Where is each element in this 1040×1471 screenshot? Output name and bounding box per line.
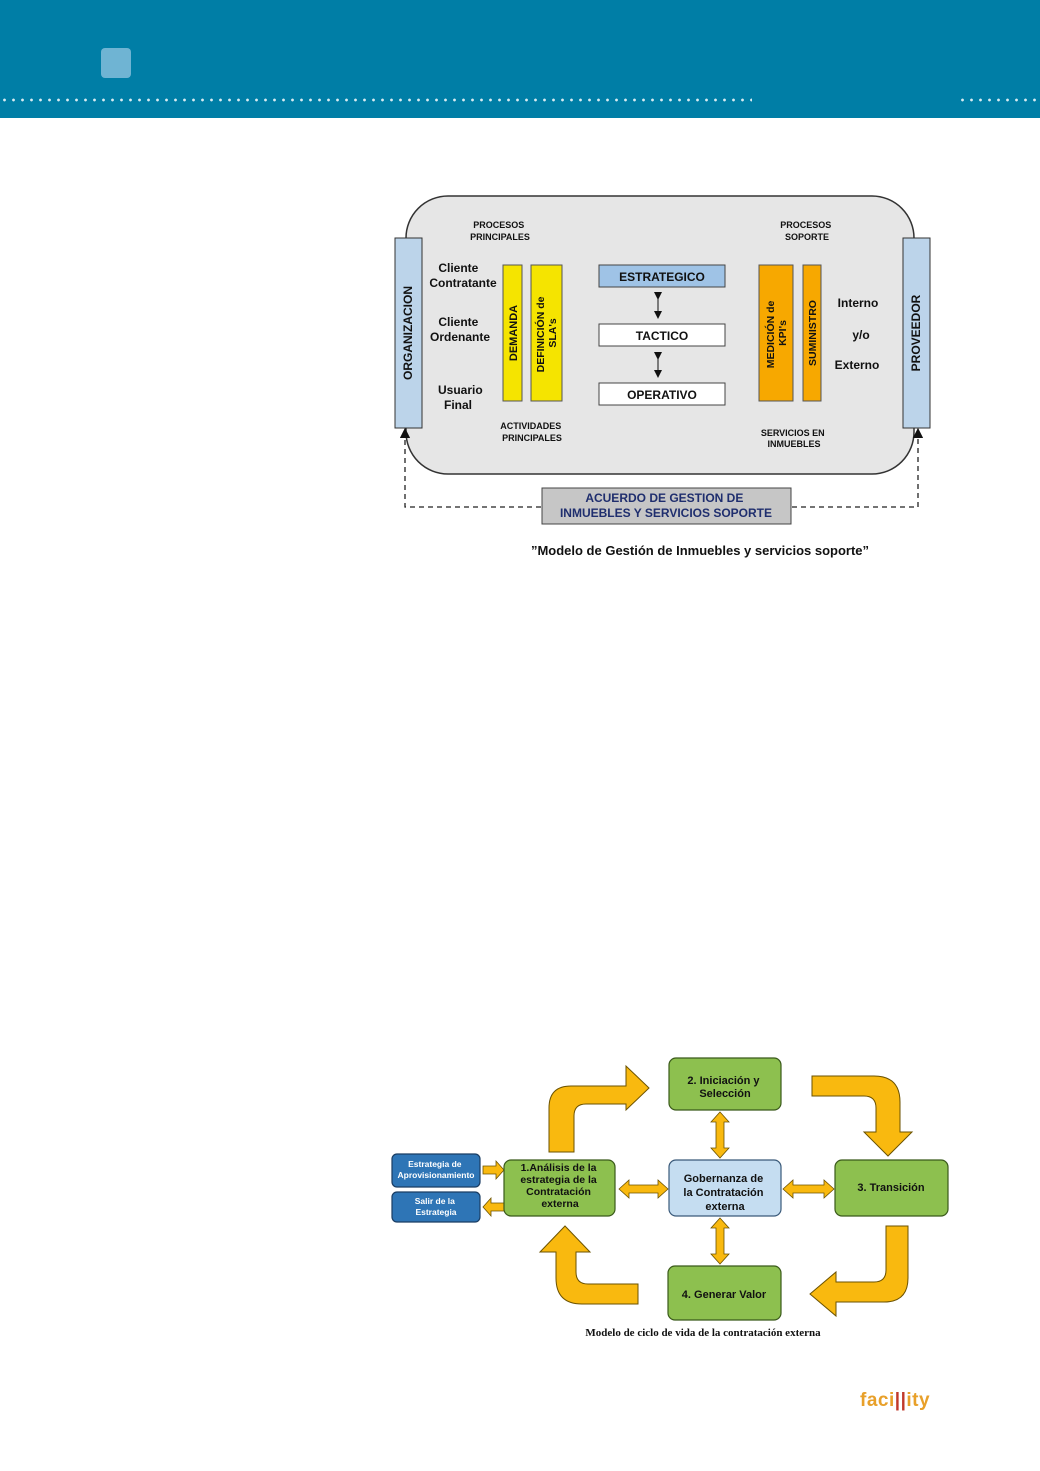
- curved-arrow-1-to-2: [548, 1064, 650, 1153]
- organizacion-bar: [394, 237, 423, 429]
- arrow-aprov-to-analisis: [482, 1159, 505, 1181]
- suministro-bar: [802, 264, 822, 402]
- operativo-label: OPERATIVO: [627, 388, 697, 402]
- dashed-connector-right: [792, 427, 924, 508]
- diagram-gestion-inmuebles: PROCESOS PRINCIPALES PROCESOS SOPORTE OR…: [394, 195, 931, 558]
- salir-estrategia-box: [391, 1191, 481, 1223]
- servicios-inmuebles-label: SERVICIOS EN INMUEBLES: [761, 428, 827, 449]
- facility-logo: faci||ity: [860, 1390, 930, 1412]
- tactico-label: TACTICO: [636, 329, 688, 343]
- diagram1-caption: ”Modelo de Gestión de Inmuebles y servic…: [531, 543, 869, 558]
- cliente-contratante-label: Cliente Contratante: [429, 261, 497, 290]
- header-band: [0, 0, 1040, 118]
- double-arrow-gobernanza-transicion: [782, 1179, 835, 1199]
- acuerdo-box: [541, 487, 792, 525]
- medicion-kpi-label: MEDICIÓN de KPI's: [764, 298, 789, 369]
- gobernanza-box: [668, 1159, 782, 1217]
- interno-label: Interno: [838, 296, 879, 310]
- dashed-connector-left: [399, 427, 541, 508]
- acuerdo-label: ACUERDO DE GESTION DE INMUEBLES Y SERVIC…: [560, 491, 772, 520]
- logo-text-left: faci: [860, 1390, 895, 1411]
- transicion-label: 3. Transición: [857, 1182, 925, 1194]
- demanda-label: DEMANDA: [508, 305, 520, 361]
- double-arrow-gobernanza-generar: [710, 1217, 730, 1265]
- iniciacion-label: 2. Iniciación y Selección: [687, 1075, 762, 1100]
- proveedor-bar: [902, 237, 931, 429]
- demanda-bar: [502, 264, 523, 402]
- generar-valor-label: 4. Generar Valor: [682, 1289, 767, 1301]
- iniciacion-box: [668, 1057, 782, 1111]
- definicion-sla-bar: [530, 264, 563, 402]
- procesos-principales-label: PROCESOS PRINCIPALES: [470, 220, 530, 242]
- yo-label: y/o: [852, 328, 869, 342]
- procesos-soporte-label: PROCESOS SOPORTE: [780, 220, 834, 242]
- actividades-principales-label: ACTIVIDADES PRINCIPALES: [500, 421, 564, 443]
- curved-arrow-2-to-3: [811, 1075, 914, 1157]
- header-square-icon: [101, 48, 131, 78]
- estrategico-label: ESTRATEGICO: [619, 270, 705, 284]
- header-dotted-line-left: [0, 97, 752, 103]
- generar-valor-box: [667, 1265, 782, 1321]
- header-dotted-line-right: [958, 97, 1040, 103]
- operativo-box: [598, 382, 726, 406]
- estrategico-box: [598, 264, 726, 288]
- logo-text-bar: ||: [894, 1390, 907, 1411]
- diagram2-caption: Modelo de ciclo de vida de la contrataci…: [585, 1327, 821, 1339]
- externo-label: Externo: [835, 358, 880, 372]
- estrategia-aprovisionamiento-box: [391, 1153, 481, 1188]
- salir-estrategia-label: Salir de la Estrategia: [415, 1196, 458, 1217]
- curved-arrow-4-to-1: [538, 1225, 639, 1305]
- medicion-kpi-bar: [758, 264, 794, 402]
- transicion-box: [834, 1159, 949, 1217]
- organizacion-label: ORGANIZACION: [401, 286, 415, 380]
- tactico-box: [598, 323, 726, 347]
- usuario-final-label: Usuario Final: [438, 383, 486, 412]
- definicion-sla-label: DEFINICIÓN de SLA's: [534, 294, 559, 373]
- gobernanza-label: Gobernanza de la Contratación externa: [683, 1173, 766, 1213]
- analisis-box: [503, 1159, 616, 1217]
- logo-text-right: ity: [906, 1390, 931, 1411]
- proveedor-label: PROVEEDOR: [909, 294, 923, 371]
- cliente-ordenante-label: Cliente Ordenante: [430, 315, 490, 344]
- curved-arrow-3-to-4: [809, 1225, 909, 1318]
- suministro-label: SUMINISTRO: [807, 300, 819, 366]
- double-arrow-iniciacion-gobernanza: [710, 1111, 730, 1159]
- arrow-analisis-to-salir: [482, 1196, 505, 1218]
- double-arrow-analisis-gobernanza: [618, 1179, 669, 1199]
- analisis-label: 1.Análisis de la estrategia de la Contra…: [520, 1162, 599, 1210]
- estrategia-aprovisionamiento-label: Estrategia de Aprovisionamiento: [398, 1159, 475, 1180]
